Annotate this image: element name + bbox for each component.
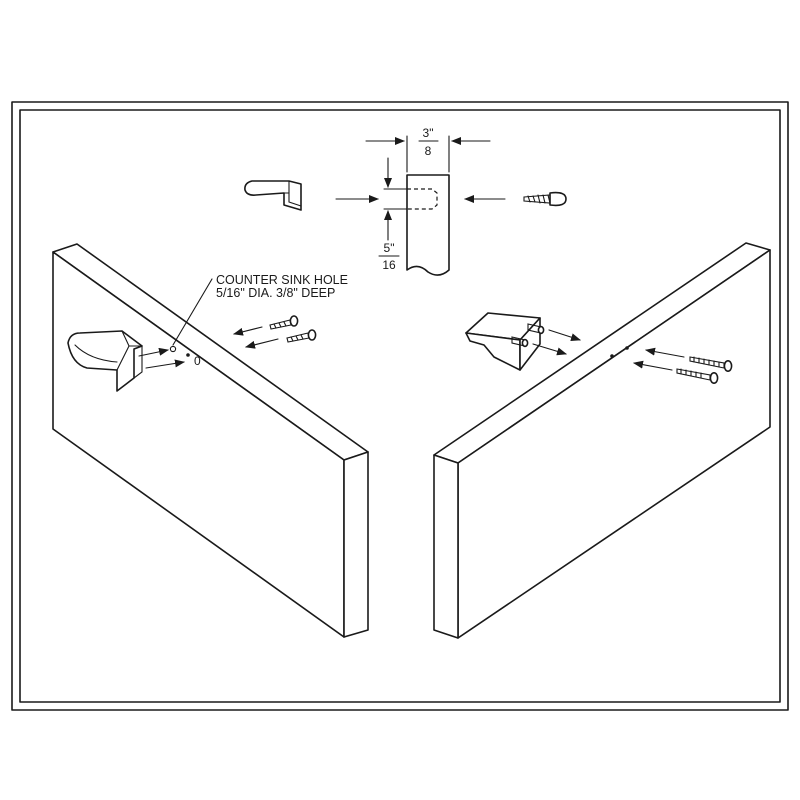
counter-sink-callout: COUNTER SINK HOLE 5/16" DIA. 3/8" DEEP: [172, 273, 348, 346]
callout-line-1: COUNTER SINK HOLE: [216, 273, 348, 287]
left-panel: [52, 243, 369, 638]
right-panel: [433, 242, 771, 639]
screw-left-lower-icon: [286, 329, 317, 343]
bracket-stud-upper: [527, 323, 545, 335]
screw-left-upper-icon: [269, 315, 299, 330]
screw-hole-left: [186, 353, 190, 357]
pull-handle-left: [67, 330, 143, 392]
detail-view: 3" 8 5" 16: [244, 126, 567, 276]
left-assembly-arrows: [138, 326, 279, 369]
bracket-right: [465, 312, 545, 371]
page-border: [11, 101, 789, 711]
panel-section-detail: [406, 174, 450, 276]
offset-dimension: 5" 16: [378, 157, 408, 272]
callout-line-2: 5/16" DIA. 3/8" DEEP: [216, 286, 335, 300]
counter-sink-hole-left: [169, 345, 177, 353]
width-dimension-denominator: 8: [425, 144, 432, 158]
offset-dimension-numerator: 5": [384, 241, 395, 255]
screw-right-lower-icon: [676, 368, 719, 384]
screw-hole-right-lower: [610, 354, 614, 358]
screw-right-upper-icon: [689, 356, 733, 372]
offset-dimension-denominator: 16: [382, 258, 396, 272]
handle-profile-detail: [244, 180, 302, 211]
right-assembly-arrows: [532, 329, 685, 371]
screw-detail-icon: [523, 191, 567, 207]
bracket-stud-lower: [511, 336, 529, 348]
left-hole-label: 0: [194, 354, 201, 368]
width-dimension: 3" 8: [365, 126, 491, 173]
width-dimension-numerator: 3": [423, 126, 434, 140]
screw-hole-right-upper: [625, 346, 629, 350]
